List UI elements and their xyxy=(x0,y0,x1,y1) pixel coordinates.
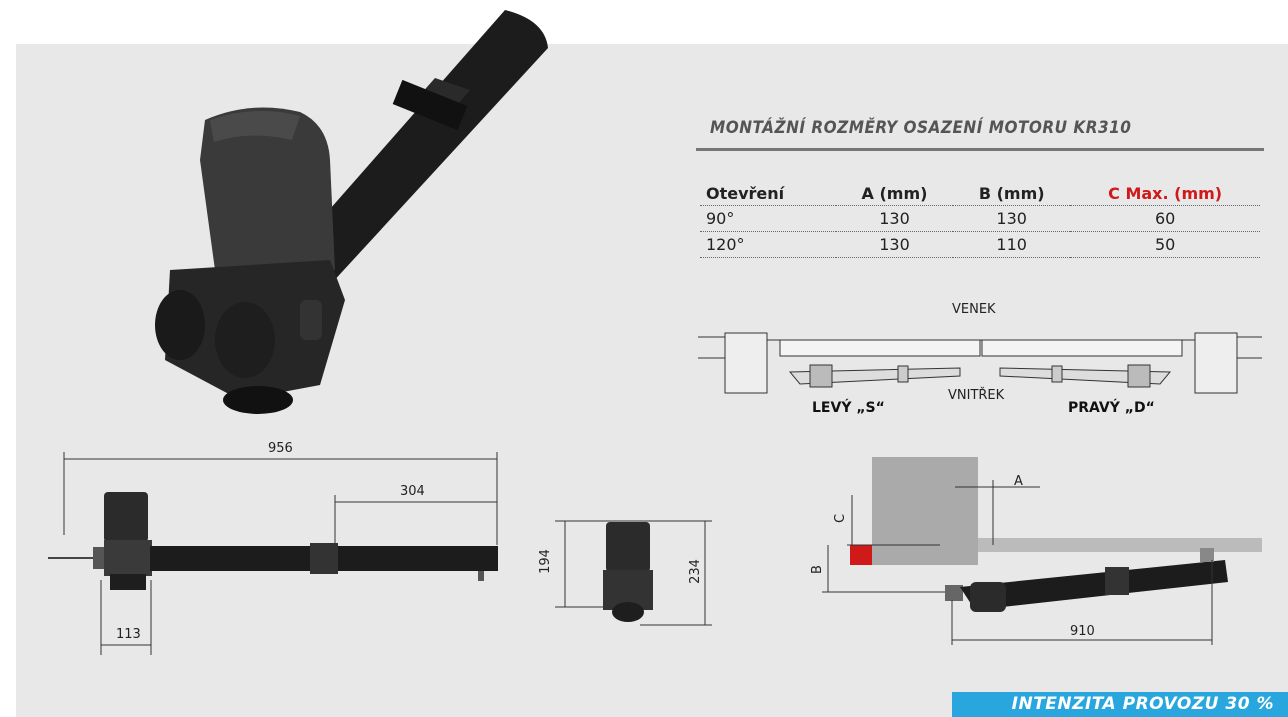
table-cell: 130 xyxy=(953,205,1071,232)
col-header-c: C Max. (mm) xyxy=(1070,182,1260,206)
table-row: 120° 130 110 50 xyxy=(700,231,1260,258)
dim-body-width: 113 xyxy=(116,627,141,642)
outside-label: VENEK xyxy=(952,302,996,317)
table-cell: 130 xyxy=(835,231,954,258)
front-view-drawing xyxy=(555,520,712,626)
side-view-drawing xyxy=(48,452,498,655)
table-cell: 60 xyxy=(1070,205,1260,232)
dim-stroke: 304 xyxy=(400,484,425,499)
col-header-a: A (mm) xyxy=(835,182,954,206)
dim-910: 910 xyxy=(1070,624,1095,639)
top-view-drawing xyxy=(698,332,1262,394)
table-header-row: Otevření A (mm) B (mm) C Max. (mm) xyxy=(700,182,1260,206)
installation-drawing xyxy=(822,457,1262,645)
dim-c: C xyxy=(833,513,849,524)
duty-cycle-text: INTENZITA PROVOZU 30 % xyxy=(1011,694,1274,714)
table-cell: 130 xyxy=(835,205,954,232)
duty-cycle-banner: INTENZITA PROVOZU 30 % xyxy=(952,692,1288,717)
inside-label: VNITŘEK xyxy=(948,388,1005,403)
col-header-opening: Otevření xyxy=(700,182,836,206)
table-cell: 50 xyxy=(1070,231,1260,258)
title-divider xyxy=(696,148,1264,151)
table-cell: 90° xyxy=(700,205,836,232)
motor-photo xyxy=(155,10,548,414)
dimensions-table: Otevření A (mm) B (mm) C Max. (mm) 90° 1… xyxy=(700,182,1260,258)
left-label: LEVÝ „S“ xyxy=(812,400,885,416)
dim-height-194: 194 xyxy=(537,549,553,574)
right-label: PRAVÝ „D“ xyxy=(1068,400,1155,416)
table-cell: 120° xyxy=(700,231,836,258)
table-cell: 110 xyxy=(953,231,1071,258)
dim-b: B xyxy=(809,565,825,574)
section-title: MONTÁŽNÍ ROZMĚRY OSAZENÍ MOTORU KR310 xyxy=(710,118,1132,138)
table-row: 90° 130 130 60 xyxy=(700,205,1260,232)
col-header-b: B (mm) xyxy=(953,182,1071,206)
dim-height-234: 234 xyxy=(687,559,703,584)
dim-total-length: 956 xyxy=(268,441,293,456)
dim-a: A xyxy=(1014,474,1023,489)
